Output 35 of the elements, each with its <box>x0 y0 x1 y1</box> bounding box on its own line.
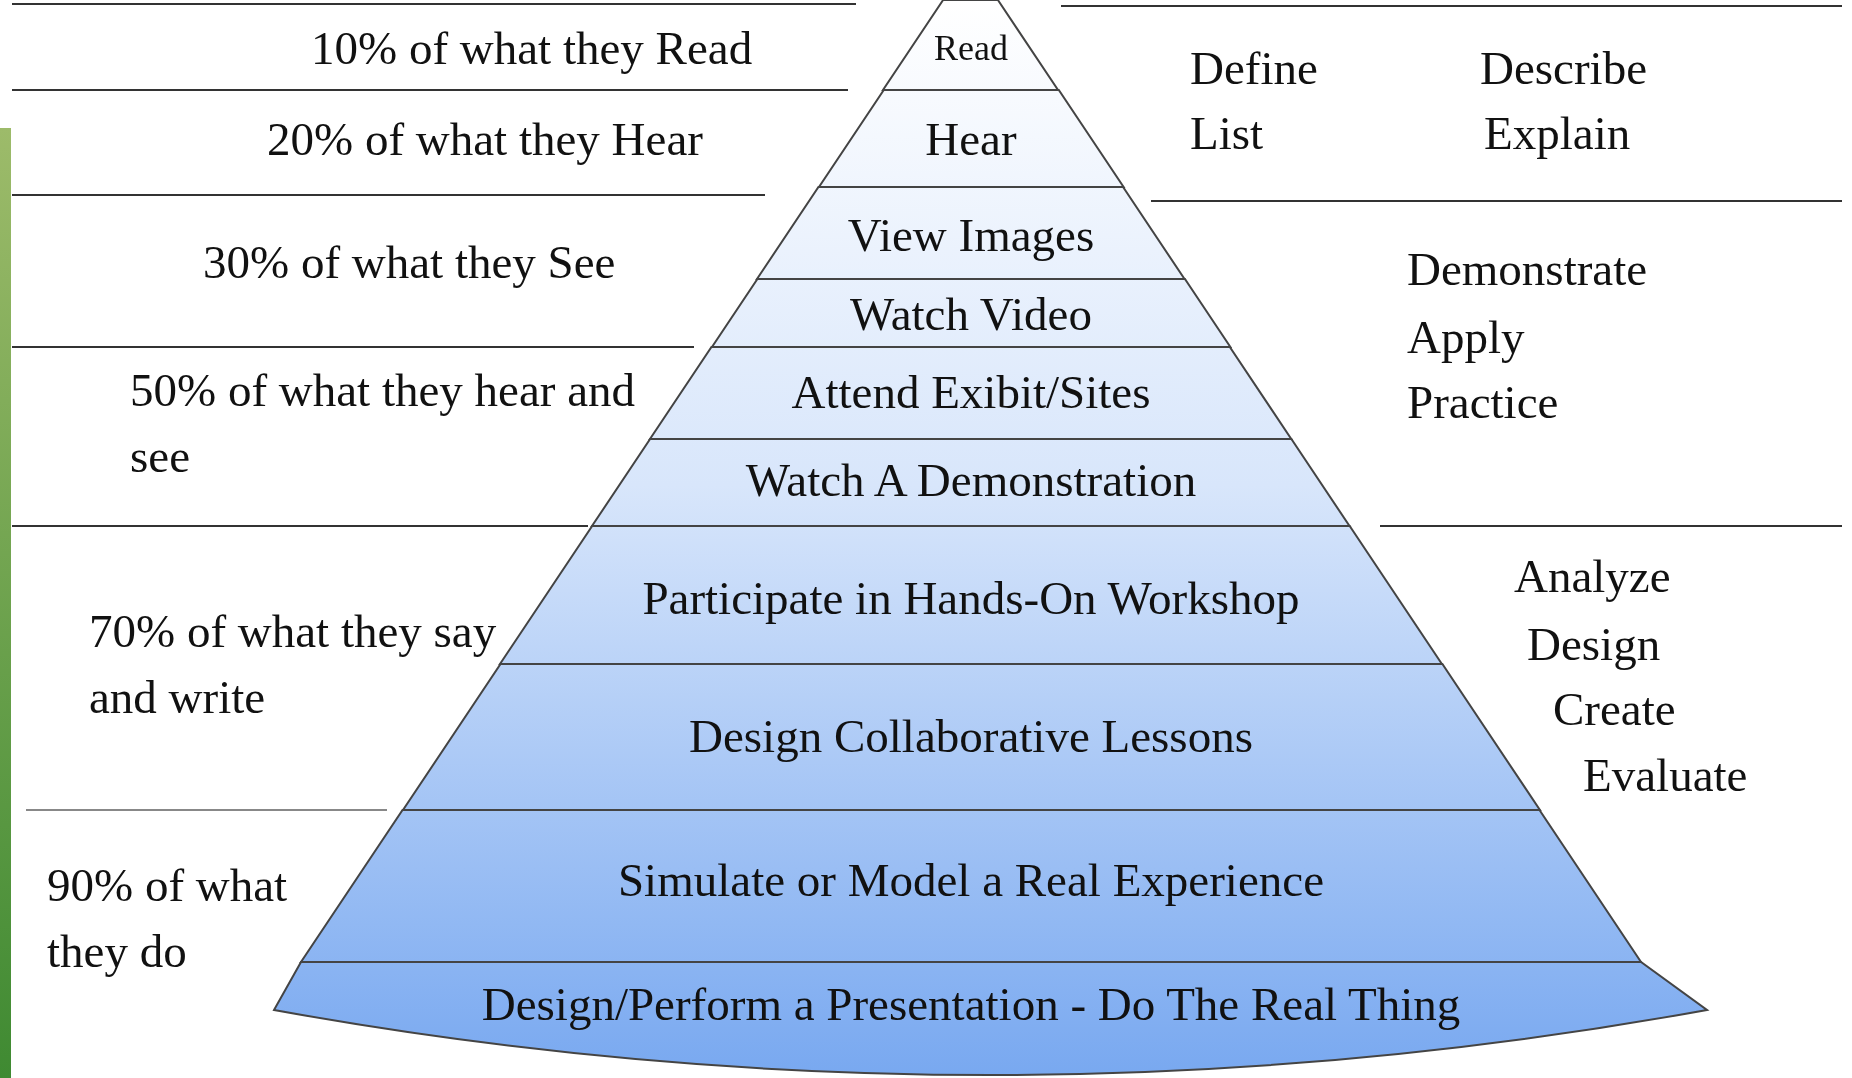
verb-label: Describe <box>1480 41 1648 96</box>
retention-label: 10% of what they Read <box>311 21 753 76</box>
verb-label: Explain <box>1484 106 1631 161</box>
band-label: Watch A Demonstration <box>745 453 1197 508</box>
band-label: View Images <box>847 208 1095 263</box>
verb-label: Evaluate <box>1583 748 1748 803</box>
retention-label: 70% of what they say and write <box>89 604 498 725</box>
pyramid-band <box>818 90 1124 187</box>
retention-label: 90% of what they do <box>47 858 289 979</box>
band-label: Design Collaborative Lessons <box>689 709 1253 764</box>
pyramid-band <box>883 0 1059 90</box>
band-label: Participate in Hands-On Workshop <box>642 571 1300 626</box>
band-label: Design/Perform a Presentation - Do The Real Thing <box>481 977 1461 1032</box>
pyramid-band <box>272 962 1709 1076</box>
band-label: Watch Video <box>850 287 1092 342</box>
verb-label: List <box>1190 106 1264 161</box>
verb-label: Analyze <box>1514 549 1671 604</box>
pyramid-band <box>301 810 1641 962</box>
verb-label: Design <box>1527 617 1661 672</box>
verb-label: Apply <box>1407 310 1525 365</box>
band-label: Simulate or Model a Real Experience <box>617 853 1324 908</box>
band-label: Attend Exibit/Sites <box>791 365 1151 420</box>
pyramid-band <box>757 187 1185 279</box>
band-label: Hear <box>925 112 1017 167</box>
retention-label: 30% of what they See <box>203 235 616 290</box>
verb-label: Practice <box>1407 375 1559 430</box>
verb-label: Create <box>1553 682 1676 737</box>
retention-label: 50% of what they hear and see <box>130 363 637 484</box>
pyramid-band <box>500 526 1442 664</box>
pyramid-band <box>650 347 1292 439</box>
pyramid-band <box>711 279 1231 347</box>
band-label: Read <box>934 27 1008 70</box>
retention-label: 20% of what they Hear <box>267 112 703 167</box>
verb-label: Define <box>1190 41 1318 96</box>
verb-label: Demonstrate <box>1407 242 1648 297</box>
